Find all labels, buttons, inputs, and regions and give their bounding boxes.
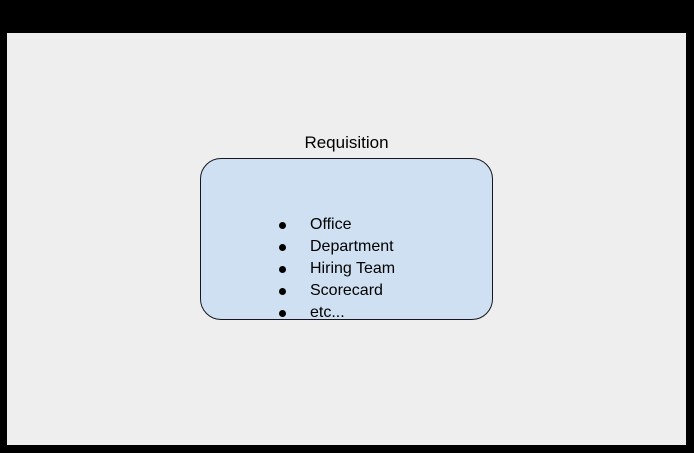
list-item: Hiring Team <box>279 258 395 280</box>
list-item-label: Scorecard <box>310 282 383 299</box>
list-item-label: Hiring Team <box>310 260 396 277</box>
bullet-dot-icon <box>279 222 286 229</box>
bullet-dot-icon <box>279 244 286 251</box>
list-item-label: Office <box>310 216 352 233</box>
bullet-dot-icon <box>279 288 286 295</box>
list-item-label: etc... <box>310 304 345 321</box>
list-item: Office <box>279 214 395 236</box>
bullet-dot-icon <box>279 266 286 273</box>
list-item: Department <box>279 236 395 258</box>
list-item-label: Department <box>310 238 394 255</box>
node-title: Requisition <box>304 133 389 152</box>
bullet-dot-icon <box>279 310 286 317</box>
list-item: Scorecard <box>279 280 395 302</box>
list-item: etc... <box>279 302 395 324</box>
requisition-node-box[interactable]: Office Department Hiring Team Scorecard <box>200 158 493 321</box>
diagram-canvas: Requisition Office Department Hiring Tea… <box>7 33 686 445</box>
requisition-attribute-list: Office Department Hiring Team Scorecard <box>279 214 395 324</box>
